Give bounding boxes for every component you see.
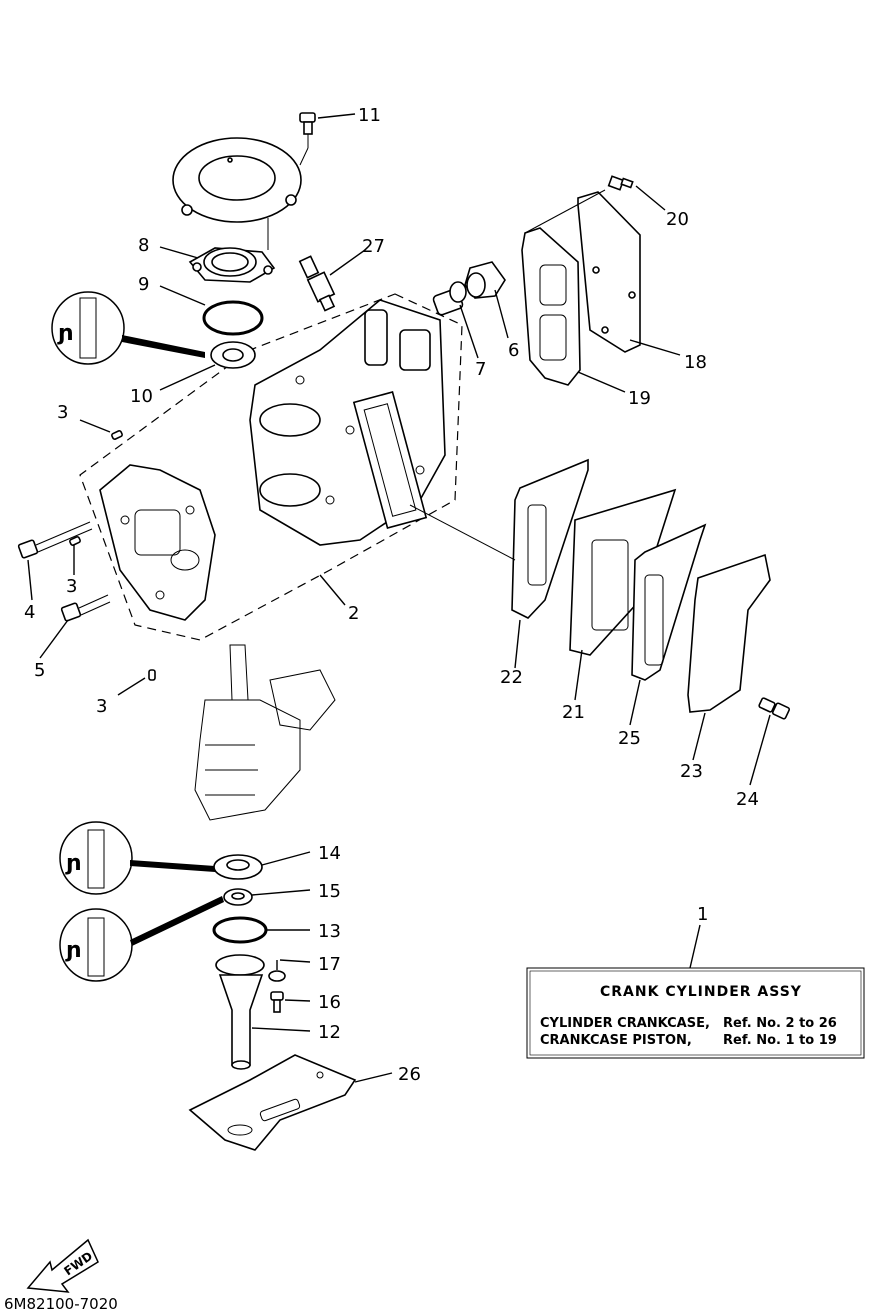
part-3-dowel-pin-a (111, 430, 123, 440)
part-crankcase (99, 464, 216, 621)
part-26-gasket (188, 1054, 357, 1151)
crankshaft-phantom (194, 644, 336, 821)
callout-14: 14 (318, 843, 341, 864)
part-19-gasket (521, 227, 581, 386)
callout-8: 8 (138, 235, 149, 256)
part-3-dowel-pin-b (69, 536, 81, 546)
lubrication-symbol-top: ɲ (51, 291, 205, 365)
callout-15: 15 (318, 881, 341, 902)
part-25-gasket (631, 523, 707, 681)
callout-7: 7 (475, 359, 486, 380)
callout-22: 22 (500, 667, 523, 688)
leader-lines (27, 113, 771, 1083)
callout-16: 16 (318, 992, 341, 1013)
part-flywheel-cover-plate (172, 137, 302, 223)
callout-6: 6 (508, 340, 519, 361)
info-box-row2-name: CRANKCASE PISTON, (540, 1033, 692, 1048)
callout-25: 25 (618, 728, 641, 749)
fwd-arrow-icon: FWD (26, 1238, 99, 1293)
svg-text:ɲ: ɲ (65, 851, 82, 876)
part-14-oil-seal (213, 854, 263, 880)
part-2-cylinder-block (249, 299, 446, 546)
callout-labels: 11 8 9 10 27 7 6 20 18 19 3 3 3 4 5 2 22… (24, 105, 759, 1085)
callout-18: 18 (684, 352, 707, 373)
callout-13: 13 (318, 921, 341, 942)
callout-11: 11 (358, 105, 381, 126)
callout-3b: 3 (66, 576, 77, 597)
callout-3a: 3 (57, 402, 68, 423)
callout-19: 19 (628, 388, 651, 409)
callout-20: 20 (666, 209, 689, 230)
svg-text:ɲ: ɲ (57, 321, 74, 346)
callout-17: 17 (318, 954, 341, 975)
lubrication-symbol-bottom: ɲ (59, 896, 224, 982)
group-outline-dashed (79, 293, 463, 641)
part-23-cover-plate (687, 553, 771, 713)
callout-3c: 3 (96, 696, 107, 717)
callout-27: 27 (362, 236, 385, 257)
part-27-spark-plug (298, 255, 336, 312)
info-box-row1-name: CYLINDER CRANKCASE, (540, 1016, 710, 1031)
part-22-gasket (511, 458, 589, 619)
info-box-title: CRANK CYLINDER ASSY (600, 984, 802, 1000)
part-4-long-bolt (17, 521, 93, 559)
part-20-bolt (607, 175, 634, 191)
diagram-code: 6M82100-7020 (4, 1295, 118, 1313)
part-12-tube (215, 954, 265, 1070)
part-18-cover (577, 191, 641, 353)
callout-23: 23 (680, 761, 703, 782)
part-3-dowel-pin-c (148, 669, 156, 681)
part-10-oil-seal (210, 341, 256, 369)
part-9-o-ring (202, 300, 264, 336)
part-6-thermostat-cover (464, 261, 506, 299)
callout-24: 24 (736, 789, 759, 810)
info-box-row2-ref: Ref. No. 1 to 19 (723, 1033, 837, 1048)
info-box-row1-ref: Ref. No. 2 to 26 (723, 1016, 837, 1031)
callout-12: 12 (318, 1022, 341, 1043)
callout-9: 9 (138, 274, 149, 295)
callout-2: 2 (348, 603, 359, 624)
part-21-reed-valve-plate (569, 488, 677, 656)
assembly-info-box: CRANK CYLINDER ASSY CYLINDER CRANKCASE, … (526, 967, 865, 1059)
callout-4: 4 (24, 602, 35, 623)
part-11-bolt (299, 112, 316, 148)
callout-26: 26 (398, 1064, 421, 1085)
callout-5: 5 (34, 660, 45, 681)
part-13-o-ring (212, 916, 268, 944)
part-8-seal-housing (188, 247, 276, 283)
callout-10: 10 (130, 386, 153, 407)
part-24-bolt (758, 697, 791, 720)
svg-text:ɲ: ɲ (65, 938, 82, 963)
part-16-bolt (270, 991, 284, 1013)
lubrication-symbol-middle: ɲ (59, 821, 215, 895)
part-7-thermostat (432, 281, 467, 316)
part-15-seal (223, 888, 253, 906)
part-5-bolt (60, 594, 111, 622)
callout-21: 21 (562, 702, 585, 723)
callout-1: 1 (697, 904, 708, 925)
part-17-washer (268, 970, 286, 982)
